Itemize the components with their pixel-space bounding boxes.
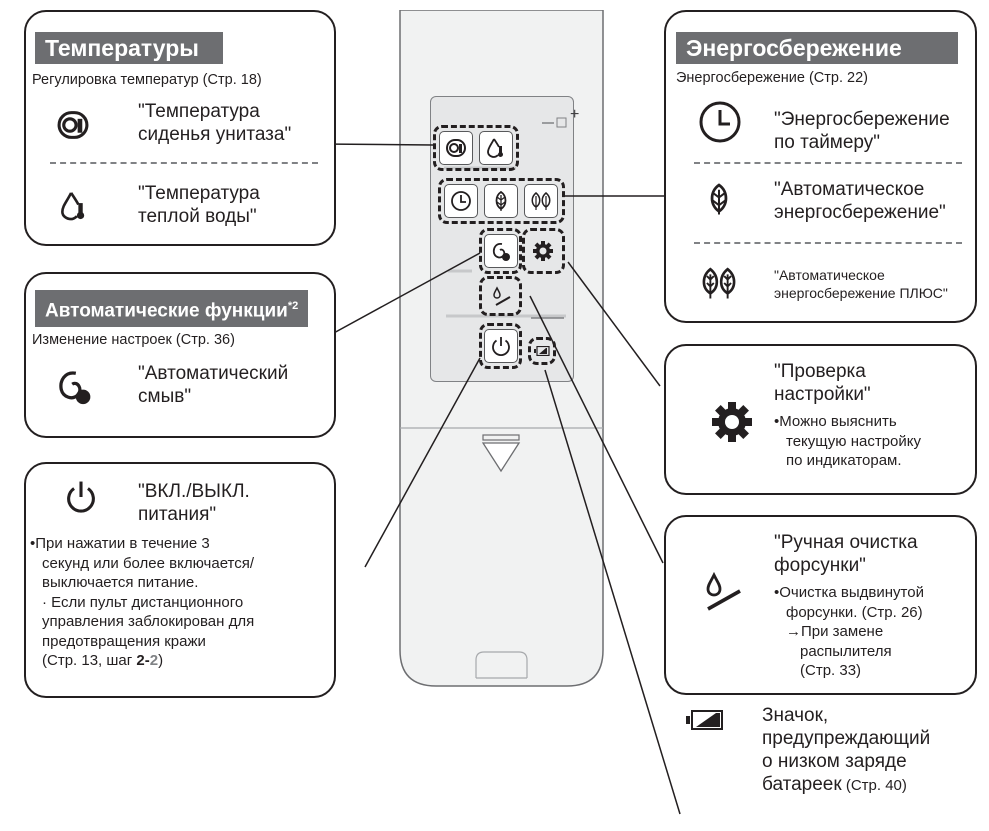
power-box: "ВКЛ./ВЫКЛ. питания" •При нажатии в тече…: [24, 462, 336, 698]
power-label: "ВКЛ./ВЫКЛ. питания": [138, 481, 250, 525]
seat-temp-label: "Температура сиденья унитаза": [138, 101, 292, 145]
energy-divider-2: [694, 242, 962, 244]
power-button[interactable]: [484, 329, 518, 363]
auto-flush-button[interactable]: [484, 234, 518, 268]
setting-check-note: •Можно выяснить текущую настройку по инд…: [774, 413, 921, 469]
power-highlight: [479, 323, 522, 369]
auto-functions-footnote: *2: [287, 300, 299, 312]
low-battery-icon: [686, 710, 723, 730]
clock-icon: [451, 191, 471, 211]
auto-energy-plus-label: "Автоматическое энергосбережение ПЛЮС": [774, 267, 948, 301]
double-leaf-icon: [531, 192, 551, 210]
auto-flush-highlight: [479, 228, 522, 274]
nozzle-clean-icon: [706, 571, 741, 611]
nozzle-clean-icon: [493, 286, 511, 306]
seat-temp-icon: [446, 139, 466, 157]
energy-divider-1: [694, 162, 962, 164]
water-temp-icon: [487, 138, 503, 158]
nozzle-clean-highlight: [479, 276, 522, 316]
auto-energy-label: "Автоматическое энергосбережение": [774, 179, 946, 223]
temperatures-divider: [50, 162, 318, 164]
gear-icon: [712, 402, 752, 442]
clock-icon: [699, 101, 741, 143]
nozzle-clean-box: "Ручная очистка форсунки" •Очистка выдви…: [664, 515, 977, 695]
energy-buttons-highlight: [438, 178, 565, 224]
seat-temp-icon: [57, 111, 89, 139]
auto-functions-header: Автоматические функции*2: [35, 290, 309, 328]
water-temp-icon: [61, 192, 85, 221]
leaf-icon: [495, 190, 507, 211]
gear-icon: [533, 241, 553, 261]
battery-indicator-highlight: [528, 337, 556, 365]
remote-plus-mark: +: [570, 106, 580, 123]
temperatures-header: Температуры: [35, 32, 223, 64]
auto-flush-label: "Автоматический смыв": [138, 363, 289, 407]
nozzle-clean-button[interactable]: [484, 280, 518, 314]
energy-saving-box: Энергосбережение Энергосбережение (Стр. …: [664, 10, 977, 323]
temp-buttons-highlight: [433, 125, 519, 171]
power-icon: [67, 481, 95, 513]
energy-saving-subtitle: Энергосбережение (Стр. 22): [676, 70, 868, 86]
battery-indicator-icon: [534, 346, 550, 356]
water-temp-button[interactable]: [479, 131, 513, 165]
setting-check-box: "Проверка настройки" •Можно выяснить тек…: [664, 344, 977, 495]
setting-check-button[interactable]: [526, 234, 560, 268]
seat-temp-button[interactable]: [439, 131, 473, 165]
temperatures-box: Температуры Регулировка температур (Стр.…: [24, 10, 336, 246]
auto-energy-plus-button[interactable]: [524, 184, 558, 218]
low-battery-label: Значок, предупреждающий о низком заряде …: [762, 705, 931, 795]
lid-open-arrow-icon: [482, 434, 521, 473]
power-notes: •При нажатии в течение 3 секунд или боле…: [30, 534, 334, 671]
power-icon: [492, 337, 510, 357]
leaf-icon: [710, 183, 728, 215]
setting-check-label: "Проверка настройки": [774, 361, 871, 405]
energy-saving-header: Энергосбережение: [676, 32, 958, 64]
power-note-ref: (Стр. 13, шаг 2-2): [42, 652, 164, 669]
nozzle-clean-note: •Очистка выдвинутой форсунки. (Стр. 26) …: [774, 584, 924, 679]
auto-functions-box: Автоматические функции*2 Изменение настр…: [24, 272, 336, 438]
setting-check-highlight: [522, 228, 565, 274]
auto-functions-subtitle: Изменение настроек (Стр. 36): [32, 332, 235, 348]
temperatures-subtitle: Регулировка температур (Стр. 18): [32, 72, 262, 88]
double-leaf-icon: [702, 267, 736, 299]
power-note-bullet: •При нажатии в течение 3: [30, 535, 210, 552]
auto-energy-button[interactable]: [484, 184, 518, 218]
nozzle-clean-label: "Ручная очистка форсунки": [774, 532, 918, 576]
auto-flush-icon: [59, 371, 91, 405]
timer-energy-button[interactable]: [444, 184, 478, 218]
remote-control: +: [396, 10, 607, 690]
timer-energy-label: "Энергосбережение по таймеру": [774, 109, 950, 153]
auto-flush-icon: [492, 242, 510, 261]
water-temp-label: "Температура теплой воды": [138, 183, 260, 227]
